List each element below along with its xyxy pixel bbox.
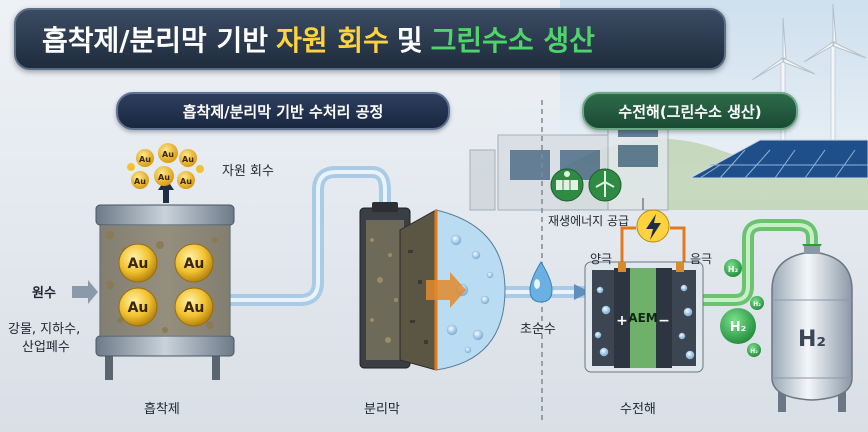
solar-panel-icon: [550, 168, 584, 202]
aem-label: AEM: [628, 311, 657, 325]
cathode-label: 음극: [690, 252, 713, 266]
svg-text:Au: Au: [128, 300, 149, 316]
svg-text:H₂: H₂: [728, 265, 739, 274]
gold-adsorbent-ball-4: Au: [174, 287, 214, 327]
svg-text:Au: Au: [180, 177, 192, 186]
pipe-arrow-right-icon: [574, 284, 590, 300]
svg-text:Au: Au: [162, 150, 174, 159]
title-banner: 흡착제/분리막 기반 자원 회수 및 그린수소 생산: [14, 8, 726, 70]
h2-molecule-tiny-1: H₂: [750, 296, 764, 310]
tank-h2-label: H₂: [798, 327, 826, 352]
svg-text:Au: Au: [158, 173, 170, 182]
h2-molecule-large: H₂: [720, 308, 756, 344]
recovered-gold-cluster: Au Au Au Au Au Au: [127, 143, 204, 189]
h2-molecule-tiny-2: H₂: [747, 343, 761, 357]
raw-water-label: 원수: [32, 286, 56, 301]
h2-molecule-small: H₂: [724, 259, 742, 277]
water-source-label: 강물, 지하수,: [8, 322, 81, 337]
title-part-2: 자원 회수: [276, 24, 389, 57]
svg-text:Au: Au: [182, 155, 194, 164]
lightning-icon: [636, 209, 670, 243]
title-part-4: 그린수소 생산: [430, 24, 595, 57]
hydrogen-tank: [771, 246, 853, 412]
wind-turbine-icon: [588, 168, 622, 202]
section-electrolysis: 수전해(그린수소 생산): [582, 92, 798, 130]
renewable-supply-label: 재생에너지 공급: [548, 214, 630, 228]
water-source-label-2: 산업폐수: [22, 340, 70, 355]
svg-text:H₂: H₂: [753, 301, 761, 308]
plus-sign: +: [616, 313, 628, 329]
adsorbent-vessel: [95, 204, 235, 380]
minus-sign: −: [658, 313, 670, 329]
pipe-highlight: [228, 170, 387, 302]
title-part-1: 흡착제/분리막 기반: [42, 24, 269, 57]
ultrapure-water-label: 초순수: [520, 322, 556, 337]
electrolysis-label: 수전해: [620, 402, 656, 417]
svg-text:Au: Au: [184, 256, 205, 272]
water-drop-icon: [529, 261, 553, 303]
svg-text:Au: Au: [128, 256, 149, 272]
svg-text:H₂: H₂: [750, 348, 758, 355]
gold-adsorbent-ball-3: Au: [118, 287, 158, 327]
section-water-treatment: 흡착제/분리막 기반 수처리 공정: [116, 92, 450, 130]
resource-recovery-label: 자원 회수: [222, 164, 274, 179]
solar-panel-array: [689, 139, 868, 179]
raw-water-arrow-icon: [72, 280, 98, 304]
gold-adsorbent-ball-2: Au: [174, 243, 214, 283]
membrane-module: [359, 202, 506, 371]
pipe-highlight-3: [700, 223, 814, 302]
electrolyzer-stack: [584, 261, 704, 373]
anode-label: 양극: [590, 252, 613, 266]
membrane-label: 분리막: [364, 402, 400, 417]
gold-adsorbent-ball-1: Au: [118, 243, 158, 283]
svg-text:Au: Au: [184, 300, 205, 316]
anode-wire: [620, 226, 636, 270]
svg-text:H₂: H₂: [730, 320, 747, 335]
svg-text:Au: Au: [139, 155, 151, 164]
cathode-wire: [670, 226, 686, 270]
svg-text:Au: Au: [134, 177, 146, 186]
title-part-3: 및: [396, 24, 423, 57]
adsorbent-label: 흡착제: [144, 402, 180, 417]
